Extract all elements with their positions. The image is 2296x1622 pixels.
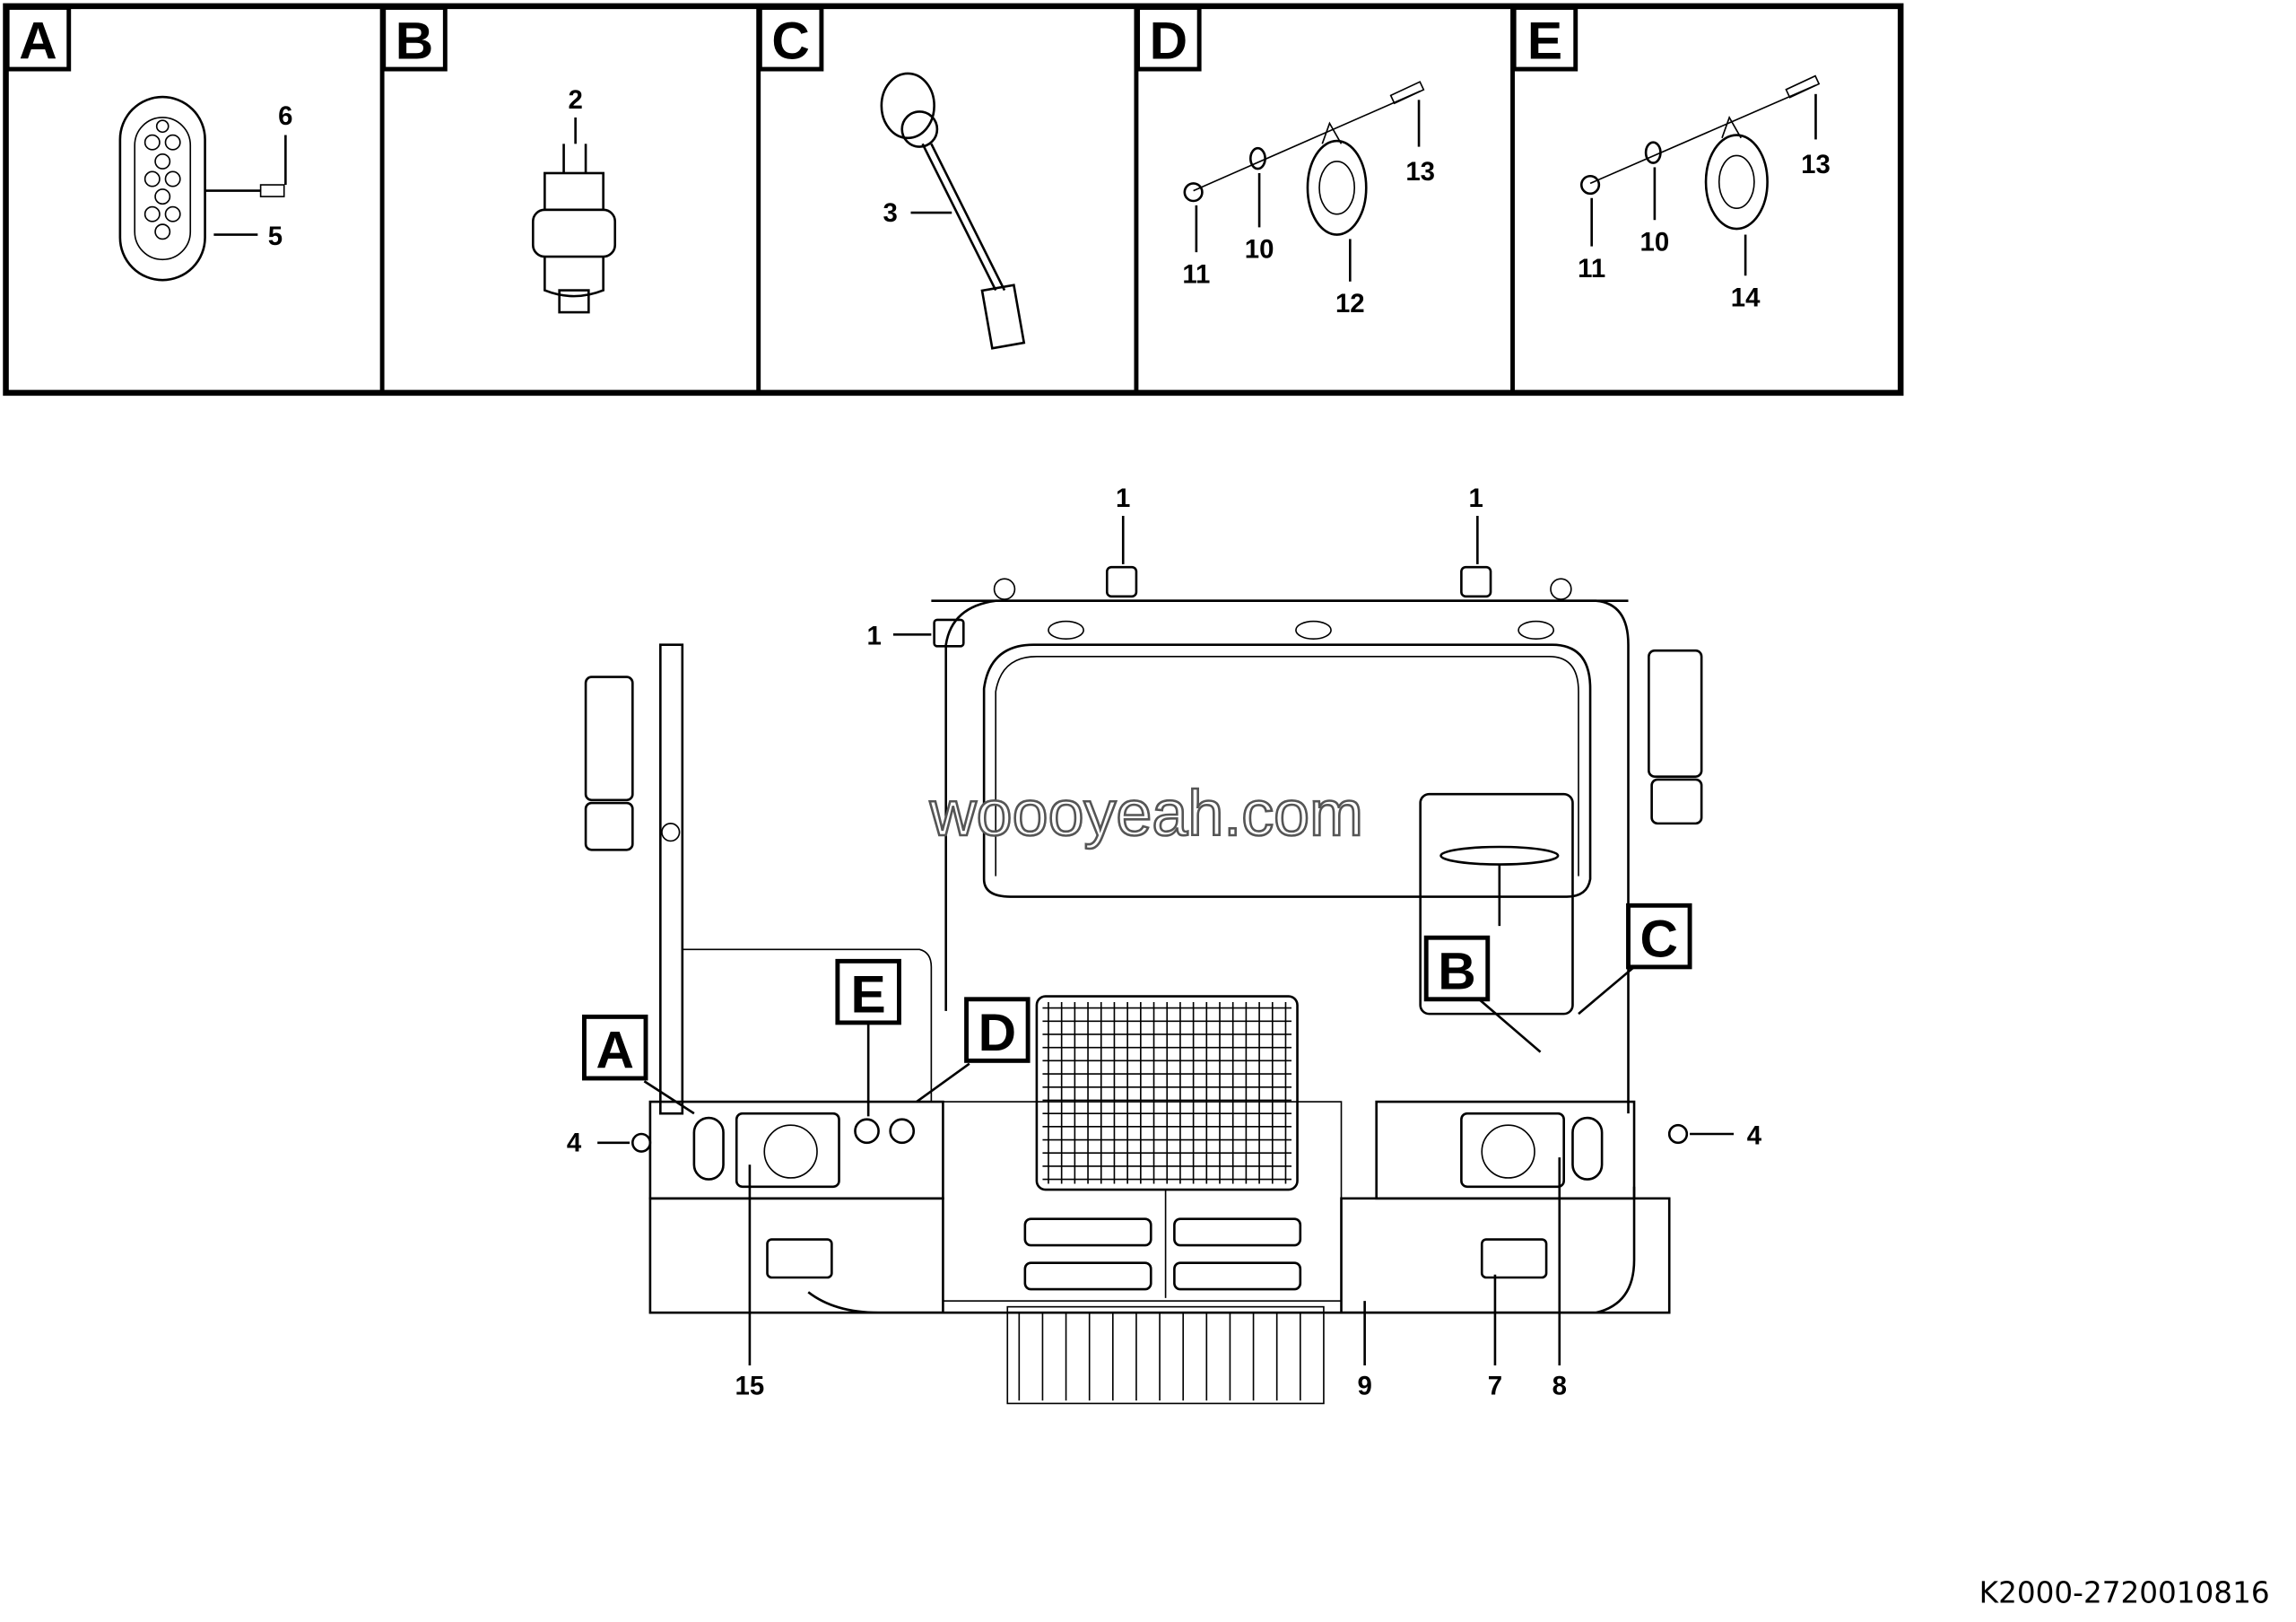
- callout-11: 11: [1578, 254, 1605, 283]
- sensor-switch-icon: [531, 144, 617, 314]
- panel-letter: A: [19, 13, 57, 71]
- panel-letter: B: [396, 13, 433, 71]
- callout-5: 5: [268, 222, 283, 251]
- panel-letter: D: [1150, 13, 1187, 71]
- marker-letter: A: [596, 1022, 633, 1080]
- fog-light-icon: [1480, 1238, 1548, 1279]
- marker-lamp-icon: [1667, 1123, 1689, 1145]
- callout-7: 7: [1488, 1372, 1502, 1401]
- callout-12: 12: [1335, 289, 1365, 318]
- callout-8: 8: [1552, 1372, 1567, 1401]
- marker-letter: C: [1640, 910, 1678, 968]
- horn-icon: [854, 1118, 880, 1145]
- panel-e: E 11 10 14 13: [1511, 5, 1831, 313]
- callout-11: 11: [1182, 259, 1210, 289]
- location-marker-d: D: [964, 997, 1031, 1063]
- callout-6: 6: [278, 101, 292, 131]
- work-light-icon: [1105, 565, 1138, 598]
- panel-b: B 2: [381, 5, 617, 314]
- callout-1: 1: [1116, 484, 1130, 513]
- panel-letter: C: [771, 13, 809, 71]
- callout-10: 10: [1245, 235, 1274, 265]
- fog-light-icon: [766, 1238, 833, 1279]
- detail-panels: A 6 5 B: [3, 3, 1904, 397]
- horn-icon: [889, 1118, 916, 1145]
- headlight-icon: [735, 1112, 840, 1189]
- callout-13: 13: [1801, 150, 1831, 179]
- panel-d: D 11 10 12 13: [1135, 5, 1435, 318]
- panel-letter: E: [1527, 13, 1562, 71]
- grille-mesh: [1042, 1002, 1292, 1184]
- panel-a: A 6 5: [4, 5, 293, 282]
- callout-10: 10: [1640, 228, 1670, 257]
- machine-front-view: [584, 516, 1735, 1405]
- tail-lamp-icon: [692, 1116, 725, 1181]
- watermark: woooyeah.com: [929, 778, 1363, 850]
- drawing-code: K2000-2720010816: [1979, 1575, 2270, 1609]
- marker-letter: D: [978, 1004, 1016, 1062]
- callout-3: 3: [883, 198, 897, 228]
- location-marker-c: C: [1626, 903, 1692, 970]
- marker-letter: B: [1438, 942, 1475, 1000]
- callout-9: 9: [1357, 1372, 1371, 1401]
- location-marker-e: E: [835, 958, 901, 1025]
- callout-1: 1: [867, 622, 882, 651]
- location-marker-a: A: [581, 1014, 648, 1081]
- callout-1: 1: [1469, 484, 1483, 513]
- work-light-icon: [933, 618, 965, 648]
- callout-15: 15: [735, 1372, 765, 1401]
- headlight-icon: [1460, 1112, 1565, 1189]
- step-ladder: [1018, 1312, 1301, 1401]
- callout-4: 4: [567, 1129, 582, 1158]
- panel-c: C 3: [757, 5, 1026, 350]
- horn-icon: [1579, 74, 1821, 231]
- callout-13: 13: [1405, 157, 1435, 187]
- work-light-icon: [1460, 565, 1492, 598]
- screw-icon: [204, 184, 285, 197]
- tail-lamp-icon: [1571, 1116, 1604, 1181]
- tail-lamp-icon: [118, 95, 206, 282]
- location-marker-b: B: [1423, 935, 1491, 1002]
- horn-icon: [1183, 81, 1425, 236]
- callout-2: 2: [568, 85, 582, 115]
- marker-lamp-icon: [631, 1132, 652, 1153]
- beacon-harness-icon: [880, 72, 1026, 350]
- callout-4: 4: [1747, 1121, 1762, 1150]
- marker-letter: E: [851, 965, 886, 1024]
- callout-14: 14: [1731, 283, 1761, 313]
